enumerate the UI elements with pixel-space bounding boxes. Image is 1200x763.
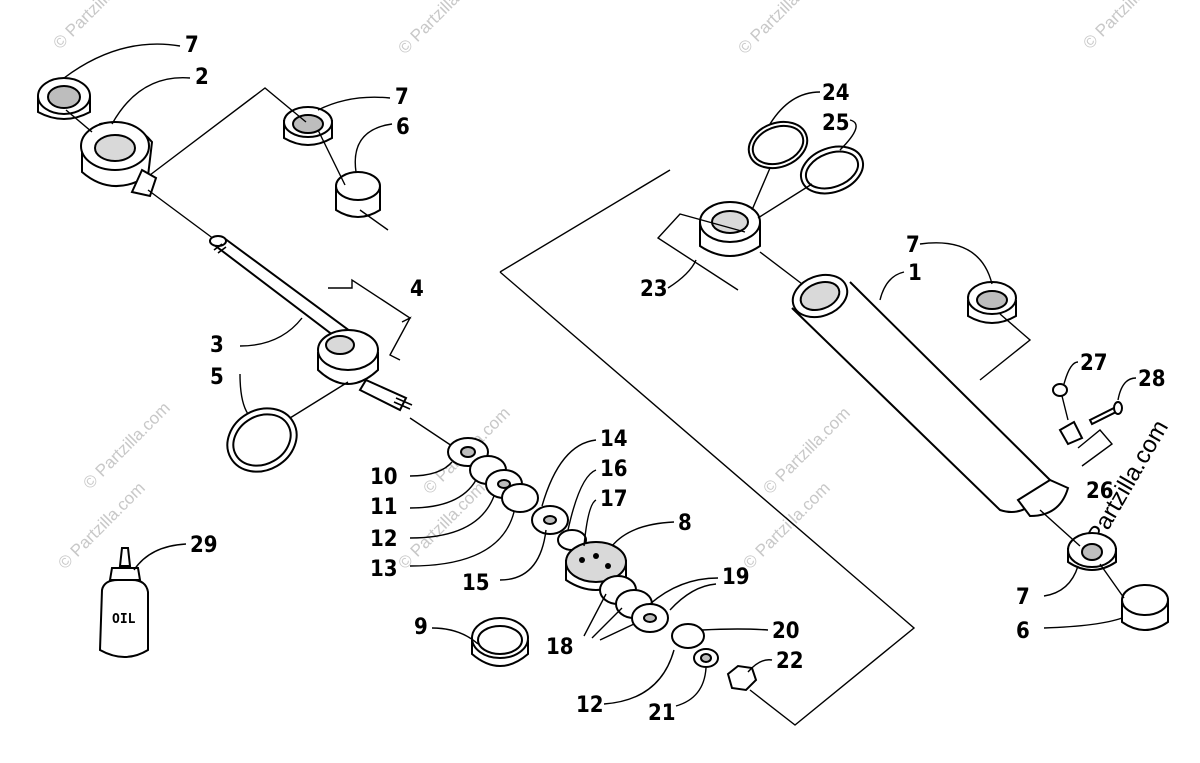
shim-20	[671, 623, 705, 649]
callout-14: 14	[600, 427, 628, 452]
watermark: © Partzilla.com	[79, 398, 173, 492]
assembly-line	[979, 313, 1032, 381]
callout-13: 13	[370, 557, 398, 582]
callout-20: 20	[772, 619, 800, 644]
piston-assembly-4	[317, 329, 413, 412]
callout-12: 12	[370, 527, 398, 552]
bracket-26	[1061, 395, 1114, 467]
callout-2: 2	[195, 65, 209, 90]
shaft-3	[209, 235, 364, 350]
callout-4: 4	[410, 277, 424, 302]
callout-9: 9	[414, 615, 428, 640]
o-ring-5	[226, 407, 298, 473]
shim-13	[501, 483, 539, 513]
callouts: 7 2 7 6 4 3 5 10 11 12 13 14 16	[63, 33, 1166, 726]
shock-body-1	[791, 273, 1070, 518]
bushing-7-top-middle	[283, 106, 333, 146]
callout-24: 24	[822, 81, 850, 106]
watermark: © Partzilla.com	[1079, 0, 1173, 53]
callout-29: 29	[190, 533, 218, 558]
callout-19: 19	[722, 565, 750, 590]
piston-ring-9	[471, 617, 529, 667]
assembly-line	[149, 87, 307, 176]
callout-16: 16	[600, 457, 628, 482]
bushing-7-bottom	[1067, 532, 1117, 571]
oil-bottle-29: OIL	[98, 547, 149, 658]
callout-5: 5	[210, 365, 224, 390]
callout-7: 7	[906, 233, 920, 258]
screw-28	[1088, 401, 1123, 426]
callout-26: 26	[1086, 479, 1114, 504]
shim-stack	[447, 437, 758, 692]
o-ring-25	[800, 145, 864, 195]
callout-7: 7	[1016, 585, 1030, 610]
callout-28: 28	[1138, 367, 1166, 392]
sleeve-6-top	[335, 171, 381, 218]
watermark: © Partzilla.com	[394, 478, 488, 572]
watermark: © Partzilla.com	[54, 478, 148, 572]
callout-7: 7	[395, 85, 409, 110]
valve-26	[1058, 420, 1084, 446]
assembly-line	[359, 209, 389, 231]
bushing-7-top-left	[37, 77, 91, 120]
watermark: © Partzilla.com	[394, 0, 488, 58]
seal-head-23	[699, 201, 761, 257]
assembly-line	[1039, 509, 1081, 547]
bracket-23	[656, 213, 746, 291]
watermark: © Partzilla.com	[734, 0, 828, 58]
callout-12: 12	[576, 693, 604, 718]
callout-22: 22	[776, 649, 804, 674]
callout-7: 7	[185, 33, 199, 58]
callout-6: 6	[396, 115, 410, 140]
callout-25: 25	[822, 111, 850, 136]
callout-6: 6	[1016, 619, 1030, 644]
callout-18: 18	[546, 635, 574, 660]
bracket-valve-assembly	[499, 169, 916, 726]
oil-label: OIL	[112, 612, 136, 627]
callout-1: 1	[908, 261, 922, 286]
sleeve-6-bottom	[1121, 584, 1169, 631]
o-ring-27	[1052, 383, 1068, 397]
assembly-line	[289, 381, 349, 419]
callout-3: 3	[210, 333, 224, 358]
assembly-line	[147, 189, 223, 246]
assembly-line	[751, 167, 813, 219]
watermark: © Partzilla.com	[739, 478, 833, 572]
assembly-line	[65, 109, 93, 133]
assembly-line	[1099, 563, 1125, 599]
assembly-line	[317, 129, 346, 186]
callout-10: 10	[370, 465, 398, 490]
watermark: © Partzilla.com	[759, 403, 853, 497]
callout-27: 27	[1080, 351, 1108, 376]
eyelet-2	[80, 121, 158, 198]
assembly-line	[409, 417, 456, 449]
callout-17: 17	[600, 487, 628, 512]
watermark: © Partzilla.com	[49, 0, 143, 53]
bushing-7-right	[967, 281, 1017, 324]
callout-23: 23	[640, 277, 668, 302]
callout-8: 8	[678, 511, 692, 536]
o-ring-24	[747, 120, 809, 170]
callout-15: 15	[462, 571, 490, 596]
callout-11: 11	[370, 495, 398, 520]
callout-21: 21	[648, 701, 676, 726]
nut-22	[726, 664, 758, 692]
